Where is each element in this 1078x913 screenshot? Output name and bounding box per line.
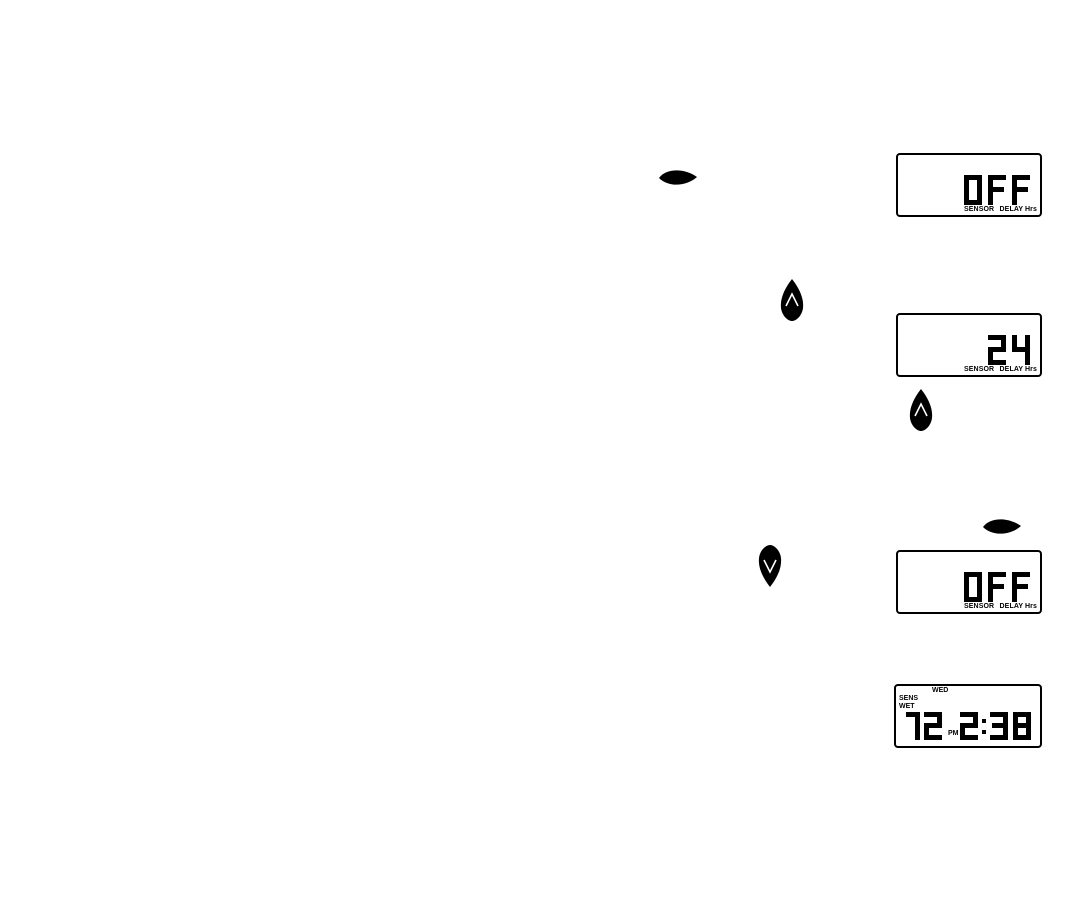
display-value xyxy=(986,333,1032,367)
delay-hrs-label: DELAY Hrs xyxy=(1000,603,1037,610)
lcd-display: SENSOR DELAY Hrs xyxy=(896,153,1042,217)
lcd-display: SENSOR DELAY Hrs xyxy=(896,550,1042,614)
enter-button[interactable] xyxy=(981,515,1023,539)
display-value xyxy=(962,570,1032,604)
wet-flag: WET xyxy=(899,703,915,710)
up-arrow-button[interactable] xyxy=(779,278,805,322)
display-hour xyxy=(906,710,946,742)
up-arrow-button[interactable] xyxy=(908,388,934,432)
sensor-label: SENSOR xyxy=(964,206,994,213)
sensor-label: SENSOR xyxy=(964,366,994,373)
display-time xyxy=(958,710,1034,742)
lcd-clock-display: WED SENS WET PM xyxy=(894,684,1042,748)
delay-hrs-label: DELAY Hrs xyxy=(1000,366,1037,373)
sens-flag: SENS xyxy=(899,695,918,702)
day-label: WED xyxy=(932,687,948,694)
lcd-display: SENSOR DELAY Hrs xyxy=(896,313,1042,377)
enter-button[interactable] xyxy=(657,166,699,190)
delay-hrs-label: DELAY Hrs xyxy=(1000,206,1037,213)
down-arrow-button[interactable] xyxy=(757,544,783,588)
display-value xyxy=(962,173,1032,207)
sensor-label: SENSOR xyxy=(964,603,994,610)
ampm-label: PM xyxy=(948,730,959,737)
